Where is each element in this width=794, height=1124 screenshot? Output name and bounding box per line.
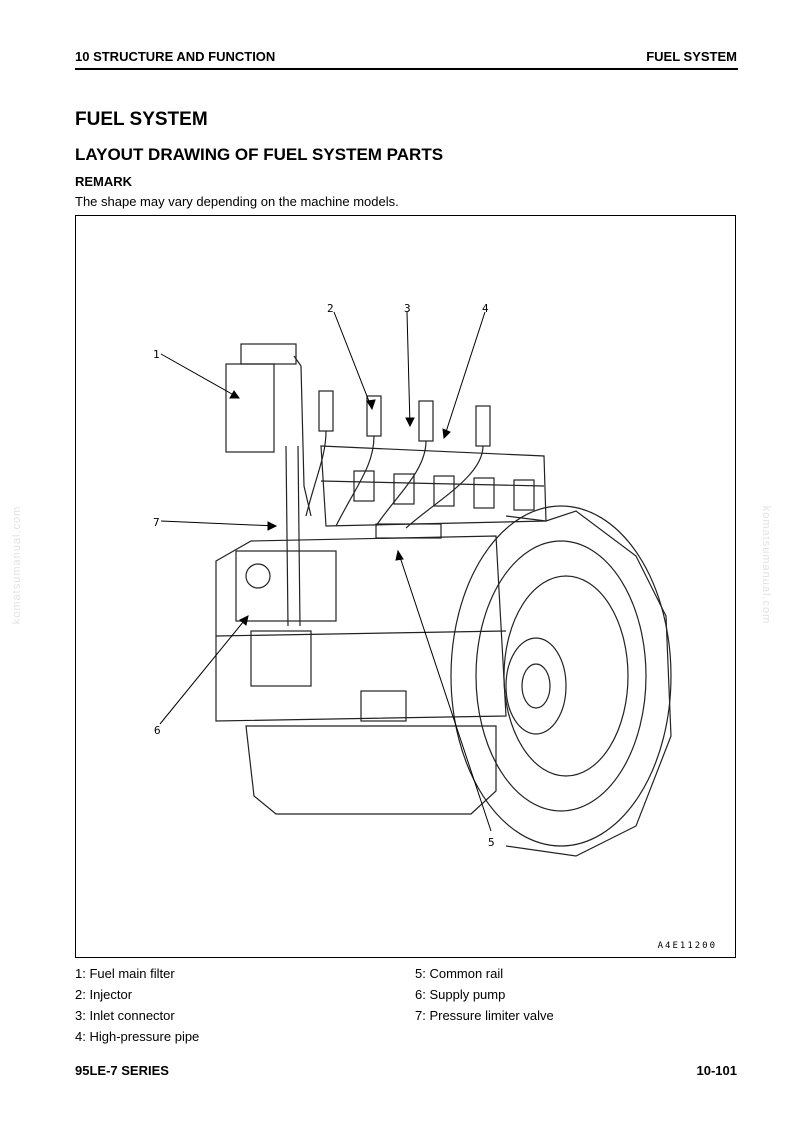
leader-6: [159, 615, 249, 725]
header-rule: [75, 68, 738, 70]
legend-item: 1: Fuel main filter: [75, 966, 175, 981]
callout-3: 3: [404, 302, 411, 315]
figure-code: A4E11200: [657, 941, 717, 951]
callout-6: 6: [154, 724, 161, 737]
leader-4: [443, 311, 486, 439]
flywheel: [450, 505, 672, 847]
engine-figure: 1 2 3 4 5 6 7 A4E11200: [75, 215, 736, 958]
header-topic: FUEL SYSTEM: [646, 49, 737, 64]
callout-5: 5: [488, 836, 495, 849]
head-ports: [353, 470, 535, 511]
watermark-right: komatsumanual.com: [760, 505, 772, 625]
callout-4: 4: [482, 302, 489, 315]
remark-label: REMARK: [75, 174, 133, 189]
watermark-left: komatsumanual.com: [11, 505, 23, 625]
callout-2: 2: [327, 302, 334, 315]
callout-labels: 1 2 3 4 5 6 7: [153, 302, 495, 849]
page-title: FUEL SYSTEM: [75, 109, 208, 130]
supply-pump: [235, 445, 337, 627]
legend-right: 5: Common rail 6: Supply pump 7: Pressur…: [415, 963, 554, 1026]
legend-item: 3: Inlet connector: [75, 1008, 175, 1023]
legend-item: 6: Supply pump: [415, 987, 506, 1002]
legend-left: 1: Fuel main filter 2: Injector 3: Inlet…: [75, 963, 199, 1047]
callout-7: 7: [153, 516, 160, 529]
oil-pan: [245, 725, 497, 815]
leader-2: [333, 311, 373, 410]
legend-item: 4: High-pressure pipe: [75, 1029, 200, 1044]
remark-text: The shape may vary depending on the mach…: [75, 194, 399, 209]
leader-7: [160, 520, 277, 527]
legend-item: 7: Pressure limiter valve: [415, 1008, 554, 1023]
leader-5: [397, 550, 492, 832]
high-pressure-pipes: [305, 430, 484, 529]
engine-block: [215, 535, 507, 722]
section-subtitle: LAYOUT DRAWING OF FUEL SYSTEM PARTS: [75, 145, 444, 164]
callout-1: 1: [153, 348, 160, 361]
footer-page-number: 10-101: [696, 1063, 737, 1078]
fuel-main-filter: [225, 343, 312, 517]
footer-model: 95LE-7 SERIES: [75, 1063, 169, 1078]
engine-drawing: 1 2 3 4 5 6 7: [153, 302, 672, 857]
common-rail: [375, 523, 442, 539]
injectors: [318, 390, 491, 447]
leader-1: [160, 353, 240, 399]
header-section: 10 STRUCTURE AND FUNCTION: [75, 49, 276, 64]
leader-3: [406, 311, 411, 427]
legend-item: 2: Injector: [75, 987, 133, 1002]
legend-item: 5: Common rail: [415, 966, 504, 981]
